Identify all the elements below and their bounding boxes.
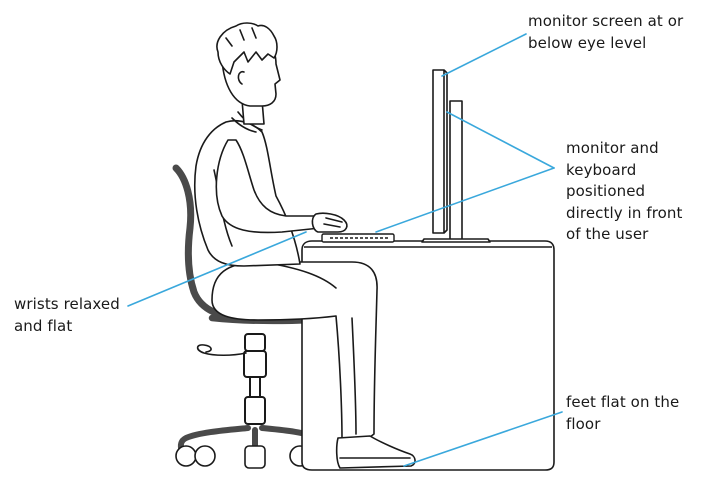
person-leg-crease (351, 317, 357, 435)
chair-column-base (244, 396, 266, 425)
person-hair (216, 22, 278, 75)
leader-wrists (127, 231, 307, 307)
callout-wrists: wrists relaxed and flat (14, 294, 120, 337)
monitor-panel (432, 69, 445, 234)
callout-feet-line: feet flat on the (566, 393, 680, 411)
seated-person (193, 22, 416, 469)
callout-leaders (127, 33, 563, 467)
person-ear (237, 70, 245, 85)
chair-backrest (172, 164, 266, 324)
callout-positioning-line: keyboard (566, 160, 637, 179)
leader-feet (403, 411, 563, 467)
callout-feet-line: floor (566, 414, 601, 433)
monitor (421, 69, 491, 243)
keyboard (321, 233, 395, 243)
person-legs (211, 261, 378, 441)
callout-monitor-height-line: monitor screen at or (528, 12, 684, 30)
callout-positioning-line: positioned (566, 182, 646, 200)
chair-column-top (244, 333, 266, 352)
chair-lever (196, 344, 247, 357)
monitor-panel-edge (443, 69, 448, 234)
chair-caster (244, 445, 266, 469)
person-shoe (335, 435, 416, 469)
leader-monitor-position (446, 111, 555, 169)
leader-monitor-height (441, 33, 527, 77)
chair-caster (194, 445, 216, 467)
chair-column-mid (243, 350, 267, 378)
chair-column-rod (249, 376, 261, 398)
monitor-stand-base (421, 238, 491, 243)
callout-wrists-line: and flat (14, 316, 73, 335)
callout-monitor-height: monitor screen at or below eye level (528, 11, 683, 54)
callout-positioning: monitor and keyboard positioned directly… (566, 138, 683, 246)
callout-positioning-line: of the user (566, 225, 649, 243)
monitor-stand-post (449, 100, 463, 242)
callout-feet: feet flat on the floor (566, 392, 679, 435)
callout-monitor-height-line: below eye level (528, 33, 647, 52)
callout-positioning-line: directly in front (566, 203, 683, 222)
chair-caster (175, 445, 197, 467)
leader-keyboard-position (375, 167, 555, 233)
callout-wrists-line: wrists relaxed (14, 295, 120, 313)
callout-positioning-line: monitor and (566, 139, 659, 157)
